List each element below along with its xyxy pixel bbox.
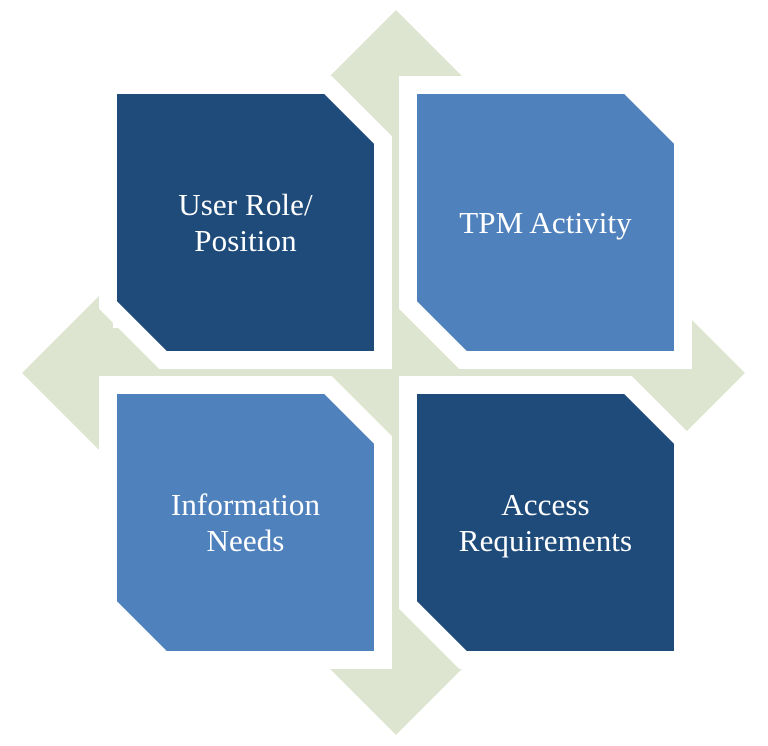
quadrant-shape-top-right[interactable]	[399, 76, 692, 369]
quadrant-shape-bottom-left[interactable]	[99, 376, 392, 669]
quadrant-shape-bottom-right[interactable]	[399, 376, 692, 669]
quadrant-shape-top-left[interactable]	[99, 76, 392, 369]
